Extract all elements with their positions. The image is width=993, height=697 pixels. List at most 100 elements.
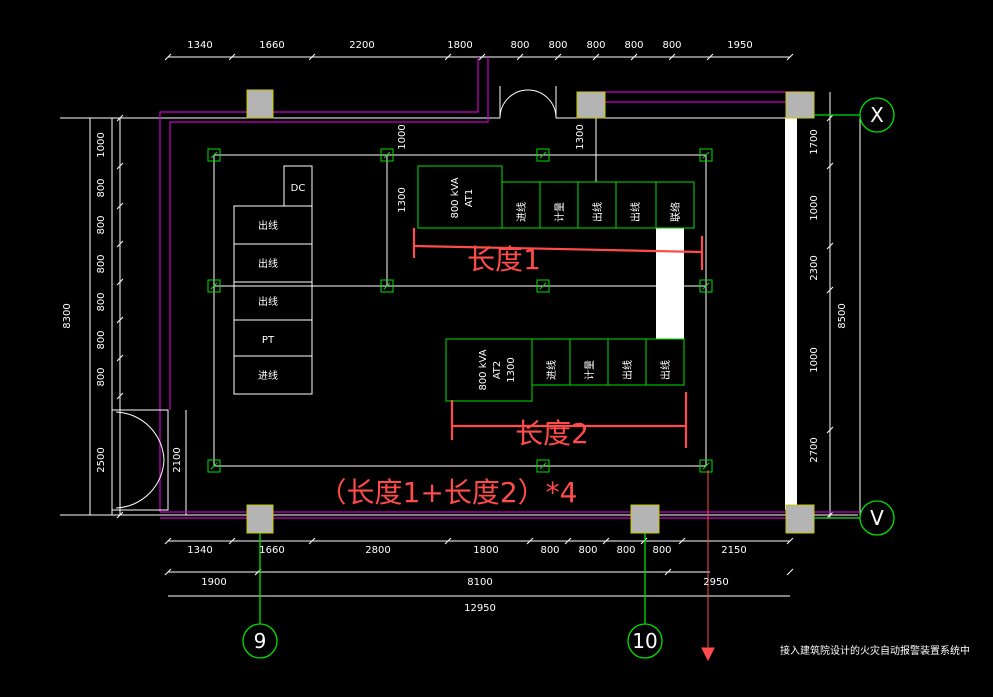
dimension-tick	[786, 537, 794, 545]
dimension-tick	[706, 53, 714, 61]
inner-dim-3: 1300	[575, 124, 586, 149]
dimension-tick	[554, 53, 562, 61]
bottom-dim-label: 800	[540, 545, 559, 556]
dimension-tick	[678, 537, 686, 545]
bottom-dim-label: 2800	[365, 545, 390, 556]
dimension-tick	[444, 53, 452, 61]
cabinet-cell-label: 进线	[545, 360, 558, 380]
dimension-tick	[308, 53, 316, 61]
bottom-sub-labels: 1900 8100 2950	[201, 577, 728, 588]
ground-terminal-mark	[702, 462, 710, 470]
dimension-tick	[826, 242, 834, 250]
ground-terminal-mark	[702, 282, 710, 290]
bottom-sub-label: 2950	[703, 577, 728, 588]
left-dim-label: 800	[96, 367, 107, 386]
right-dim-label: 1700	[809, 129, 820, 154]
upper-transformer-label: 800 kVA	[450, 177, 461, 218]
ground-terminal-mark	[539, 282, 547, 290]
gap-strip	[656, 228, 684, 339]
length1-label: 长度1	[467, 243, 541, 276]
lower-transformer-label: 800 kVA	[478, 349, 489, 390]
lower-transformer-id: AT2	[492, 361, 503, 380]
cabinet-cell-label: 计量	[553, 202, 566, 222]
cabinet-cell-label: 出线	[591, 202, 604, 222]
dimension-tick	[164, 568, 172, 576]
left-dim-label: 800	[96, 292, 107, 311]
right-dim-label: 2700	[809, 437, 820, 462]
dimension-tick	[630, 53, 638, 61]
cabinet-cell-label: 进线	[515, 202, 528, 222]
dimension-tick	[668, 53, 676, 61]
ground-terminal	[380, 279, 394, 293]
ground-terminal-mark	[539, 462, 547, 470]
dimension-tick	[116, 162, 124, 170]
bottom-dim-label: 800	[578, 545, 597, 556]
ground-terminal	[699, 459, 713, 473]
ground-terminal	[207, 459, 221, 473]
right-dim-label: 1000	[809, 195, 820, 220]
bottom-dim-label: 1800	[473, 545, 498, 556]
door-dim-label: 2100	[172, 447, 183, 472]
bottom-sub-label: 1900	[201, 577, 226, 588]
cabinet-cell-label: 进线	[258, 369, 278, 382]
left-total-label: 8300	[62, 303, 73, 328]
dimension-tick	[478, 53, 486, 61]
upper-transformer-id: AT1	[464, 189, 475, 208]
dimension-tick	[116, 202, 124, 210]
left-cabinets	[233, 165, 313, 395]
fire-alarm-note: 接入建筑院设计的火灾自动报警装置系统中	[780, 644, 970, 657]
left-dim-label: 800	[96, 178, 107, 197]
bottom-dim-label: 1340	[187, 545, 212, 556]
door-top	[499, 86, 557, 119]
dimension-tick	[516, 53, 524, 61]
cabinet-cell-label: 出线	[258, 257, 278, 270]
ground-terminal-mark	[210, 282, 218, 290]
bottom-sub-label: 8100	[467, 577, 492, 588]
cabinet-cell-label: 出线	[258, 219, 278, 232]
ground-terminals	[207, 148, 713, 473]
dimension-tick	[526, 537, 534, 545]
ground-terminal	[536, 279, 550, 293]
top-dim-label: 1950	[727, 40, 752, 51]
left-dim-label: 800	[96, 215, 107, 234]
dimension-tick	[640, 537, 648, 545]
cabinet-cell-label: 出线	[621, 360, 634, 380]
dimension-tick	[116, 240, 124, 248]
wall-strip	[785, 118, 797, 510]
dimension-tick	[116, 392, 124, 400]
dimension-tick	[116, 354, 124, 362]
formula-label: （长度1+长度2）*4	[319, 476, 578, 509]
top-dim-label: 800	[586, 40, 605, 51]
length-annotations	[412, 228, 704, 448]
ground-terminal	[699, 279, 713, 293]
ground-terminal	[699, 148, 713, 162]
columns	[246, 89, 815, 534]
cabinet-cell-label: 出线	[629, 202, 642, 222]
cabinet-cell-label: 出线	[258, 295, 278, 308]
ground-terminal	[380, 148, 394, 162]
top-dim-label: 2200	[349, 40, 374, 51]
dimension-tick	[826, 162, 834, 170]
dimension-tick	[564, 537, 572, 545]
dimension-tick	[826, 426, 834, 434]
grounding-lines	[159, 57, 860, 519]
ground-terminal-mark	[210, 151, 218, 159]
ground-terminal	[207, 279, 221, 293]
inner-dim-1: 1000	[397, 124, 408, 149]
dimension-tick	[228, 53, 236, 61]
top-dim-label: 1340	[187, 40, 212, 51]
dimension-tick	[786, 53, 794, 61]
ground-terminal-mark	[210, 462, 218, 470]
dimension-tick	[786, 568, 794, 576]
axis-label-9: 9	[254, 629, 267, 653]
ground-terminal	[207, 148, 221, 162]
dimension-tick	[664, 568, 672, 576]
right-total-label: 8500	[837, 303, 848, 328]
top-dim-label: 1660	[259, 40, 284, 51]
left-dim-label: 2500	[96, 447, 107, 472]
length2-label: 长度2	[515, 417, 589, 450]
